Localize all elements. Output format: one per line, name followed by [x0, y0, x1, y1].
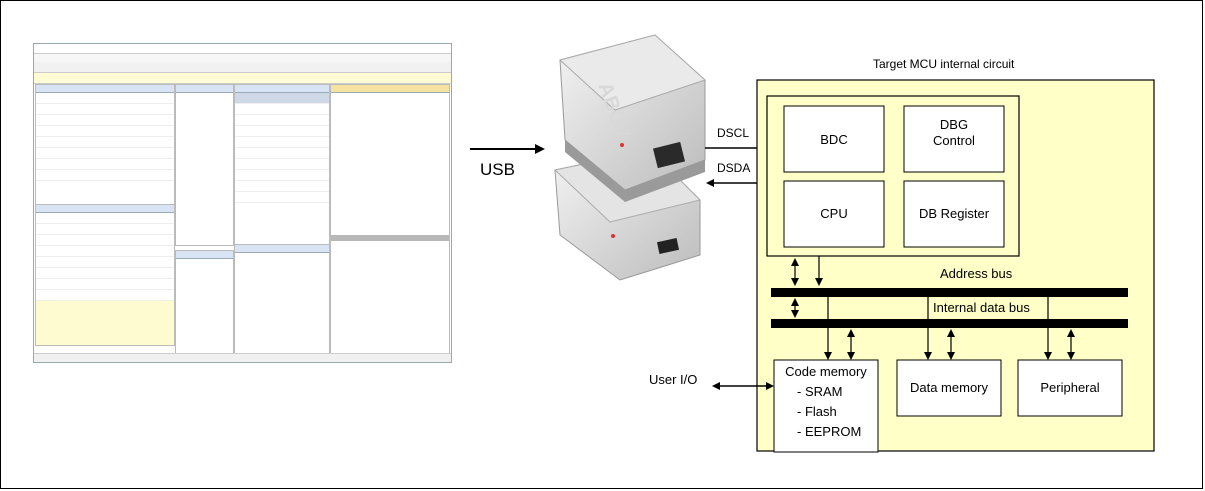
dbg-label-line1: DBG: [939, 117, 969, 132]
sram-label: - SRAM: [797, 384, 843, 399]
data-memory-box: [896, 359, 1002, 417]
dbg-label-line2: Control: [933, 133, 975, 148]
debugger-device-image: ABOV: [553, 34, 706, 281]
address-bus-label: Address bus: [940, 266, 1013, 281]
ide-output-pane: [234, 244, 330, 354]
usb-label: USB: [480, 160, 515, 179]
ide-memory-pane-2: [35, 204, 175, 346]
ide-toolbar: [34, 62, 451, 73]
data-memory-label: Data memory: [909, 380, 989, 395]
bdc-box: [783, 105, 885, 173]
ide-subbar: [34, 73, 451, 84]
ide-source-pane: [330, 84, 450, 354]
dbg-control-box: [903, 105, 1005, 173]
internal-data-bus-label: Internal data bus: [933, 300, 1030, 315]
ide-menubar: [34, 54, 451, 62]
eeprom-label: - EEPROM: [797, 424, 862, 439]
internal-data-bus: [771, 319, 1128, 328]
ide-titlebar: [34, 44, 451, 54]
code-memory-label: Code memory: [785, 364, 867, 379]
cpu-label: CPU: [820, 206, 848, 221]
dscl-label: DSCL: [717, 126, 750, 140]
peripheral-label: Peripheral: [1040, 380, 1100, 395]
db-register-label: DB Register: [918, 206, 990, 221]
flash-label: - Flash: [797, 404, 837, 419]
cpu-box: [783, 180, 885, 248]
code-memory-box: [773, 359, 879, 453]
user-io-label: User I/O: [649, 372, 698, 387]
ide-registers-pane: [175, 84, 234, 246]
db-register-box: [903, 180, 1005, 248]
target-title: Target MCU internal circuit: [873, 57, 1015, 71]
ide-screenshot: [33, 43, 452, 363]
dsda-label: DSDA: [717, 161, 751, 175]
address-bus: [771, 288, 1128, 297]
peripheral-box: [1017, 359, 1123, 417]
ide-locals-pane: [175, 250, 234, 356]
bdc-label: BDC: [820, 132, 848, 147]
ide-statusbar: [34, 353, 451, 362]
ide-disassembly-pane: [234, 84, 330, 246]
